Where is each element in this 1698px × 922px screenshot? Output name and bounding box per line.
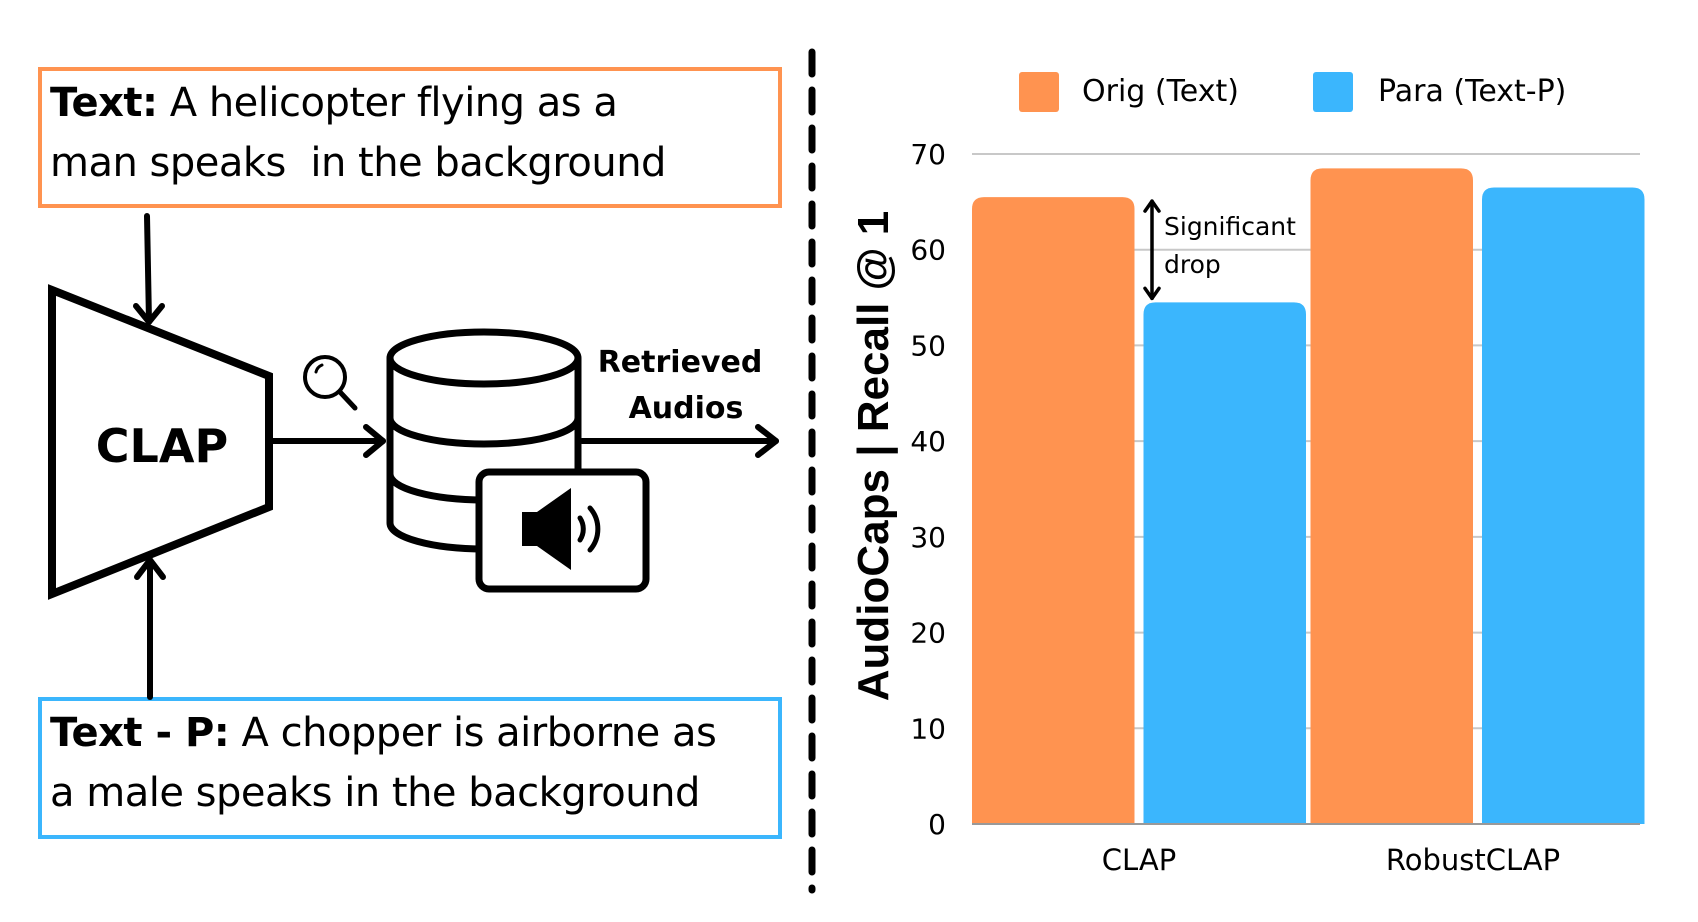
original-text-label: Text: — [50, 80, 158, 126]
clap-encoder-shape — [48, 284, 273, 600]
y-tick-label: 10 — [910, 712, 946, 745]
retrieved-label-line1: Retrieved — [598, 345, 763, 380]
legend: Orig (Text) Para (Text-P) — [1019, 72, 1566, 112]
category-labels: CLAP RobustCLAP — [1102, 843, 1560, 877]
y-tick-label: 60 — [910, 234, 946, 267]
bar-robustclap-orig — [1310, 168, 1473, 824]
y-tick-label: 0 — [928, 808, 946, 841]
y-tick-labels: 0 10 20 30 40 50 60 70 — [910, 138, 946, 841]
x-category-label: CLAP — [1102, 843, 1176, 877]
bar-clap-para — [1143, 302, 1306, 824]
double-arrow-icon — [1143, 199, 1161, 301]
paraphrase-text-box: Text - P: A chopper is airborne as a mal… — [38, 697, 782, 839]
bars — [972, 168, 1645, 825]
y-tick-label: 30 — [910, 521, 946, 554]
paraphrase-text-line2: a male speaks in the background — [50, 770, 700, 816]
original-text-box: Text: A helicopter flying as a man speak… — [38, 67, 782, 208]
retrieved-label-line2: Audios — [629, 391, 744, 426]
y-tick-label: 40 — [910, 425, 946, 458]
paraphrase-text-line1: A chopper is airborne as — [241, 710, 717, 756]
original-text-line2: man speaks in the background — [50, 140, 666, 186]
legend-label: Para (Text-P) — [1378, 74, 1566, 109]
speaker-icon — [475, 468, 650, 593]
y-tick-label: 20 — [910, 617, 946, 650]
y-tick-label: 70 — [910, 138, 946, 171]
arrow-retrieved-audios — [579, 424, 779, 458]
y-tick-label: 50 — [910, 329, 946, 362]
arrow-paraphrase-to-clap — [134, 557, 166, 700]
original-text-line1: A helicopter flying as a — [169, 80, 618, 126]
clap-model-label: CLAP — [96, 419, 228, 473]
legend-swatch — [1313, 72, 1353, 112]
arrow-text-to-clap — [133, 213, 165, 325]
y-axis-label: AudioCaps | Recall @ 1 — [849, 211, 899, 701]
arrow-clap-to-database — [269, 424, 386, 458]
bar-clap-orig — [972, 197, 1135, 825]
search-icon — [303, 355, 358, 411]
annotation-text-line1: Significant — [1164, 212, 1296, 241]
x-category-label: RobustCLAP — [1386, 843, 1560, 877]
annotation-text-line2: drop — [1164, 250, 1221, 279]
paraphrase-text-label: Text - P: — [50, 710, 230, 756]
bar-robustclap-para — [1482, 187, 1645, 824]
significant-drop-annotation: Significant drop — [1143, 199, 1296, 301]
bar-chart: 0 10 20 30 40 50 60 70 CLAP RobustCLAP AudioCaps… — [849, 72, 1645, 877]
legend-swatch — [1019, 72, 1059, 112]
legend-label: Orig (Text) — [1082, 74, 1239, 109]
